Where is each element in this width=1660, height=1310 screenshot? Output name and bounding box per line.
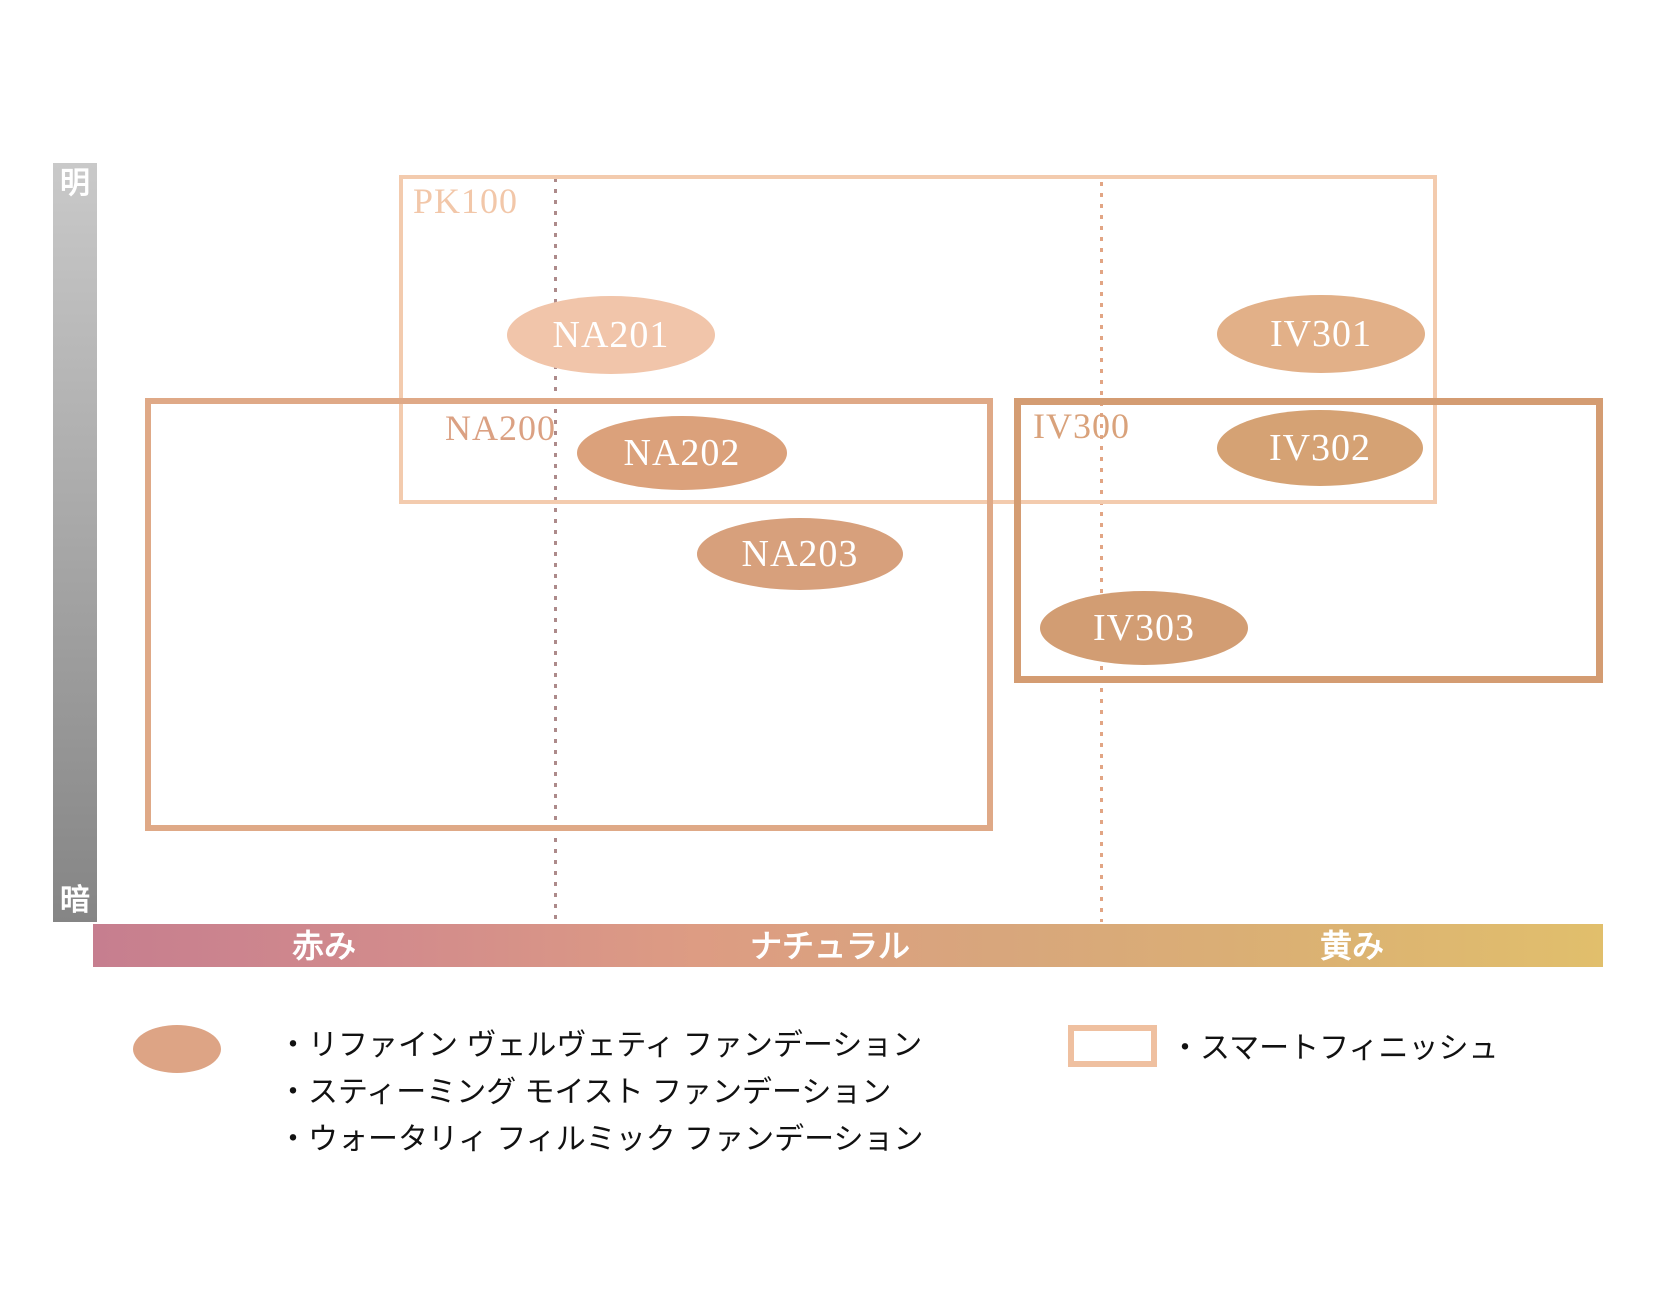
group-label-PK100: PK100: [413, 181, 519, 221]
legend-product-list: ・リファイン ヴェルヴェティ ファンデーション ・スティーミング モイスト ファ…: [278, 1022, 923, 1163]
shade-ellipse-NA201: NA201: [507, 296, 715, 374]
lightness-axis-bar: 明 暗: [53, 163, 97, 922]
group-box-NA200: [145, 398, 993, 831]
hue-segment-label-2: 黄み: [1319, 927, 1385, 964]
legend-product-item: ・リファイン ヴェルヴェティ ファンデーション: [278, 1029, 923, 1062]
lightness-bottom-label: 暗: [60, 884, 90, 917]
shade-ellipse-IV302: IV302: [1217, 410, 1423, 486]
legend-product-item: ・ウォータリィ フィルミック ファンデーション: [278, 1123, 924, 1156]
legend-rect-swatch: [1068, 1025, 1157, 1067]
legend-rect-label: ・スマートフィニッシュ: [1170, 1032, 1499, 1065]
group-label-IV300: IV300: [1033, 406, 1130, 446]
legend-ellipse-swatch: [133, 1025, 221, 1073]
group-label-NA200: NA200: [445, 408, 556, 448]
hue-segment-label-1: ナチュラル: [749, 927, 911, 964]
hue-axis-bar: 赤み ナチュラル 黄み: [93, 924, 1603, 967]
hue-boundary-dotted-line-0: [554, 178, 557, 922]
shade-ellipse-NA203: NA203: [697, 518, 903, 590]
shade-ellipse-IV301: IV301: [1217, 295, 1425, 373]
shade-ellipse-NA202: NA202: [577, 416, 787, 490]
group-box-IV300: [1014, 398, 1603, 683]
hue-boundary-dotted-line-1: [1100, 182, 1103, 922]
lightness-top-label: 明: [60, 167, 90, 200]
legend-product-item: ・スティーミング モイスト ファンデーション: [278, 1076, 892, 1109]
hue-segment-label-0: 赤み: [291, 927, 357, 964]
shade-ellipse-IV303: IV303: [1040, 591, 1248, 665]
group-box-PK100: [399, 175, 1437, 504]
